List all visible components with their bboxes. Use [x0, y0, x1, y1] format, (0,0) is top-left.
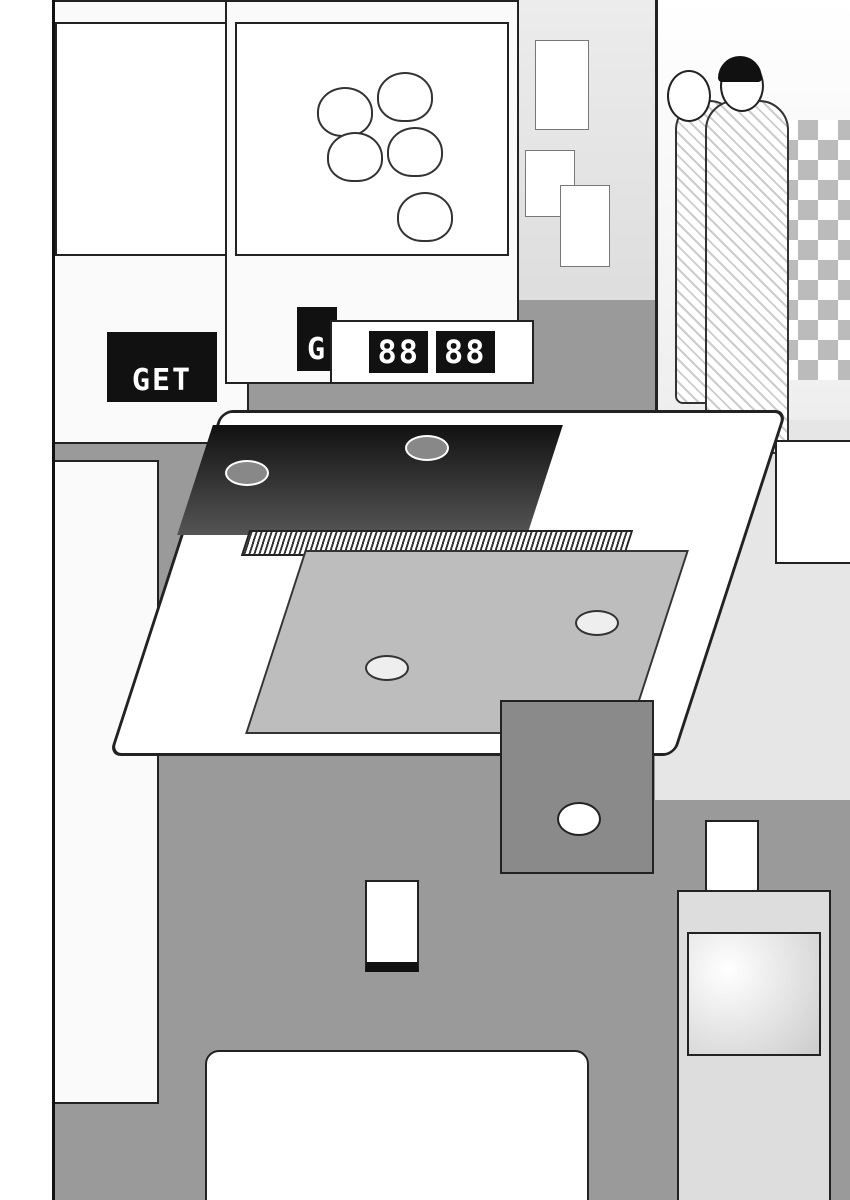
scoreboard: 88 88: [330, 320, 534, 384]
crane-game-left: GET: [55, 0, 249, 444]
gacha-machine: [677, 890, 831, 1200]
mallet: [225, 460, 269, 486]
cat-plush: [317, 87, 373, 137]
side-bench: [775, 440, 850, 564]
man-in-yukata: [705, 100, 789, 454]
mallet: [365, 655, 409, 681]
crane-glass: [55, 22, 239, 256]
cat-plush: [327, 132, 383, 182]
portrait-poster: [535, 40, 589, 130]
air-hockey-table: [108, 400, 788, 972]
couple-poster: [560, 185, 610, 267]
puck-slot: [557, 802, 601, 836]
right-score: 88: [436, 331, 495, 373]
get-sign: GET: [107, 332, 217, 402]
coin-box: [500, 700, 654, 874]
foreground-bench: [205, 1050, 589, 1200]
capsule-globe: [687, 932, 821, 1056]
cat-plush: [377, 72, 433, 122]
left-score: 88: [369, 331, 428, 373]
manga-page: GET G 88 88: [52, 0, 850, 1200]
cat-plush: [387, 127, 443, 177]
cat-plush: [397, 192, 453, 242]
crane-game-side: [55, 460, 159, 1104]
woman-head: [667, 70, 711, 122]
table-leg: [365, 880, 419, 972]
mallet: [575, 610, 619, 636]
mallet: [405, 435, 449, 461]
